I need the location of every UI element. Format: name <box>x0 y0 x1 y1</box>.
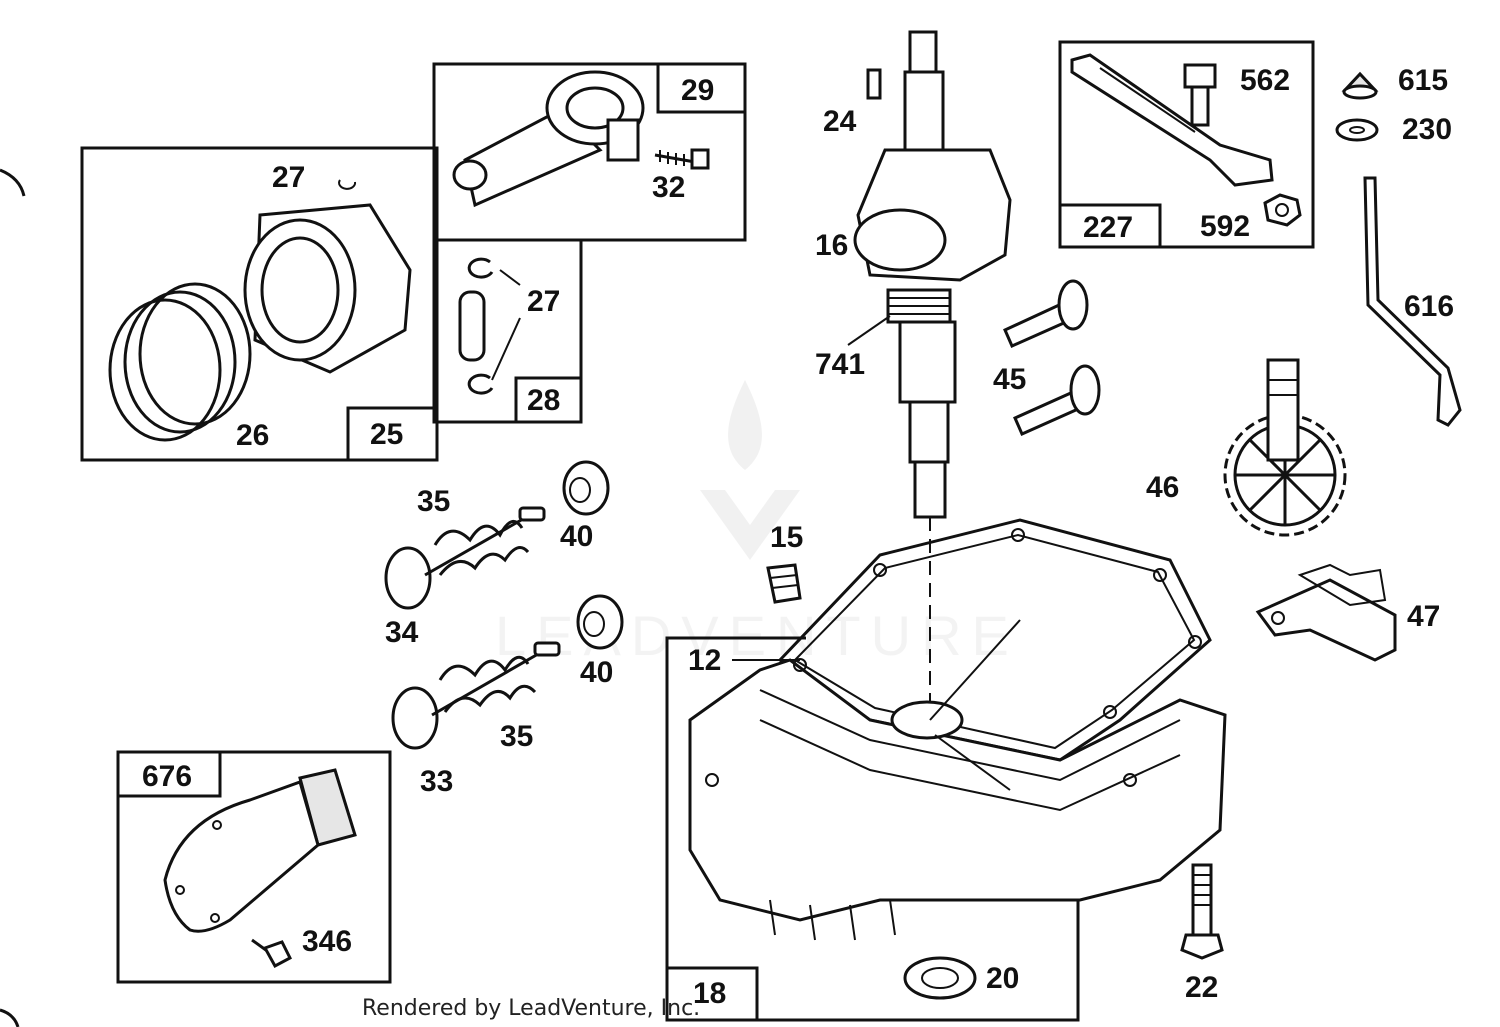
leader-741 <box>847 315 891 346</box>
kit-28-piston-pin[interactable]: 28 <box>432 238 583 424</box>
part-label-26: 26 <box>236 419 269 452</box>
box-label-25: 25 <box>370 418 403 451</box>
part-label-47: 47 <box>1407 600 1440 633</box>
kit-18-crankcase[interactable]: 18 <box>665 518 1227 1022</box>
part-label-27-b: 27 <box>527 285 560 318</box>
part-label-34: 34 <box>385 616 419 649</box>
part-label-46: 46 <box>1146 471 1179 504</box>
part-label-33: 33 <box>420 765 453 798</box>
part-label-15: 15 <box>770 521 803 554</box>
nut-592-icon <box>1263 193 1302 227</box>
tappet-45-upper[interactable] <box>1003 279 1089 348</box>
crankshaft-16[interactable] <box>853 30 1012 720</box>
washer-230-icon[interactable] <box>1335 118 1379 142</box>
footer-credit: Rendered by LeadVenture, Inc. <box>362 996 700 1021</box>
bolt-32-icon <box>654 148 710 170</box>
valve-34-spring-35-upper[interactable] <box>384 506 546 610</box>
part-label-32: 32 <box>652 171 685 204</box>
box-label-227: 227 <box>1083 211 1133 244</box>
key-24-icon <box>866 68 882 100</box>
retainer-40-lower[interactable] <box>576 594 624 650</box>
retainer-40-upper[interactable] <box>562 460 610 516</box>
part-label-230: 230 <box>1402 113 1452 146</box>
box-label-28: 28 <box>527 384 560 417</box>
part-label-741: 741 <box>815 348 865 381</box>
box-label-29: 29 <box>681 74 714 107</box>
part-label-20: 20 <box>986 962 1019 995</box>
part-label-616: 616 <box>1404 290 1454 323</box>
page-edge-arc-bottom <box>0 1008 20 1027</box>
valve-33-spring-35-lower[interactable] <box>391 641 561 750</box>
part-label-40-a: 40 <box>560 520 593 553</box>
part-label-35-a: 35 <box>417 485 450 518</box>
watermark-text: LEADVENTURE <box>495 604 1019 667</box>
nut-615-icon[interactable] <box>1341 71 1379 100</box>
part-label-12: 12 <box>688 644 721 677</box>
box-label-676: 676 <box>142 760 192 793</box>
governor-47[interactable] <box>1255 563 1397 662</box>
part-label-615: 615 <box>1398 64 1448 97</box>
page-edge-arc <box>0 168 26 197</box>
part-label-45: 45 <box>993 363 1026 396</box>
oil-seal-20[interactable] <box>903 956 977 1000</box>
part-label-27-a: 27 <box>272 161 305 194</box>
kit-227-governor-lever[interactable]: 227 <box>1058 40 1315 249</box>
shaft-616-icon[interactable] <box>1363 176 1462 427</box>
part-label-40-b: 40 <box>580 656 613 689</box>
box-label-18: 18 <box>693 977 726 1010</box>
part-label-562: 562 <box>1240 64 1290 97</box>
kit-29-connecting-rod[interactable]: 29 <box>432 62 747 242</box>
bolt-562-icon <box>1183 63 1217 127</box>
part-label-592: 592 <box>1200 210 1250 243</box>
screw-346-icon <box>251 938 292 969</box>
kit-676-shield[interactable]: 676 <box>116 750 392 984</box>
camshaft-gear-46[interactable] <box>1223 358 1347 537</box>
bolt-22[interactable] <box>1180 863 1224 960</box>
part-label-24: 24 <box>823 105 857 138</box>
housing-bolt-holes <box>705 528 1202 787</box>
part-label-22: 22 <box>1185 971 1218 1004</box>
part-label-16: 16 <box>815 229 848 262</box>
seal-15-icon[interactable] <box>766 563 802 604</box>
tappet-45-lower[interactable] <box>1013 364 1101 436</box>
part-label-346: 346 <box>302 925 352 958</box>
kit-25-piston[interactable]: 25 <box>80 146 439 462</box>
part-label-35-b: 35 <box>500 720 533 753</box>
